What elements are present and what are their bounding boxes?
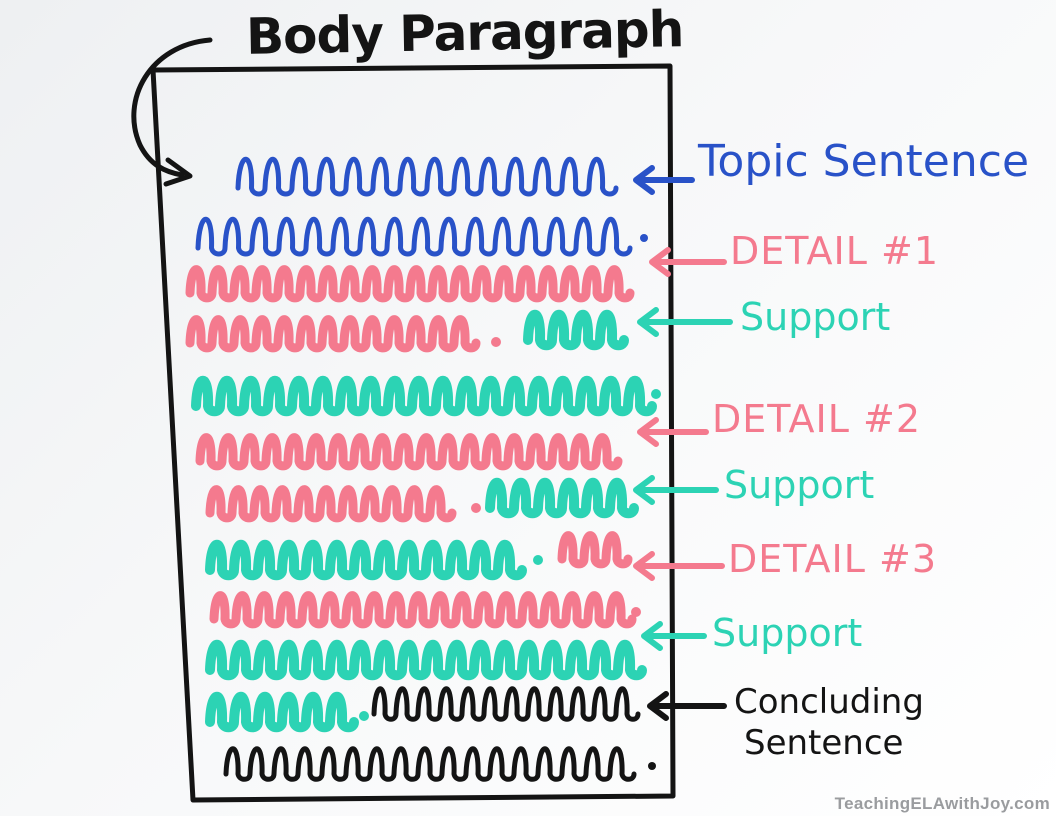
support-3-period xyxy=(359,711,369,721)
label-topic-sentence: Topic Sentence xyxy=(698,136,1030,187)
support-2-line-1 xyxy=(485,478,639,519)
arrow-detail-2 xyxy=(637,417,709,447)
detail-3-line-2 xyxy=(209,591,637,629)
arrow-detail-3 xyxy=(633,551,725,581)
label-concluding-sentence: Concluding Sentence xyxy=(734,682,924,764)
paragraph-box xyxy=(150,63,676,803)
label-support-2: Support xyxy=(724,463,875,507)
arrow-support-1 xyxy=(637,307,733,337)
label-arrows xyxy=(633,165,733,721)
support-1-line-2 xyxy=(191,376,657,417)
concluding-period xyxy=(648,762,656,770)
label-detail-1: DETAIL #1 xyxy=(730,229,940,273)
arrow-support-3 xyxy=(641,621,707,651)
detail-2-line-1 xyxy=(195,433,623,471)
page-title: Body Paragraph xyxy=(245,0,684,66)
watermark: TeachingELAwithJoy.com xyxy=(834,794,1050,813)
curved-arrow-icon xyxy=(131,37,213,187)
sentence-squiggles xyxy=(185,156,661,782)
label-detail-2: DETAIL #2 xyxy=(712,397,922,441)
arrow-detail-1 xyxy=(649,247,727,277)
support-1-line-1 xyxy=(523,310,629,351)
label-detail-3: DETAIL #3 xyxy=(728,537,938,581)
topic-line-2 xyxy=(195,216,633,257)
support-2-period xyxy=(533,555,543,565)
detail-3-period xyxy=(631,607,641,617)
detail-1-line-2 xyxy=(185,315,481,353)
support-2-line-2 xyxy=(205,540,527,581)
support-3-line-1 xyxy=(205,640,647,681)
detail-2-line-2 xyxy=(205,485,457,523)
topic-line-1 xyxy=(235,156,619,197)
label-concluding-line-2: Sentence xyxy=(744,722,904,763)
arrow-support-2 xyxy=(633,475,719,505)
label-support-3: Support xyxy=(712,611,863,655)
detail-1-line-1 xyxy=(185,265,635,303)
topic-period xyxy=(640,234,648,242)
concluding-line-1 xyxy=(371,686,641,722)
detail-1-period xyxy=(491,337,501,347)
detail-3-line-1 xyxy=(557,531,633,569)
support-1-period xyxy=(651,389,661,399)
concluding-line-2 xyxy=(223,746,637,782)
support-3-line-2 xyxy=(205,692,359,733)
label-support-1: Support xyxy=(740,295,891,339)
arrow-concluding xyxy=(647,691,727,721)
arrow-topic-sentence xyxy=(633,165,695,195)
detail-2-period xyxy=(471,503,481,513)
label-concluding-line-1: Concluding xyxy=(734,682,924,722)
